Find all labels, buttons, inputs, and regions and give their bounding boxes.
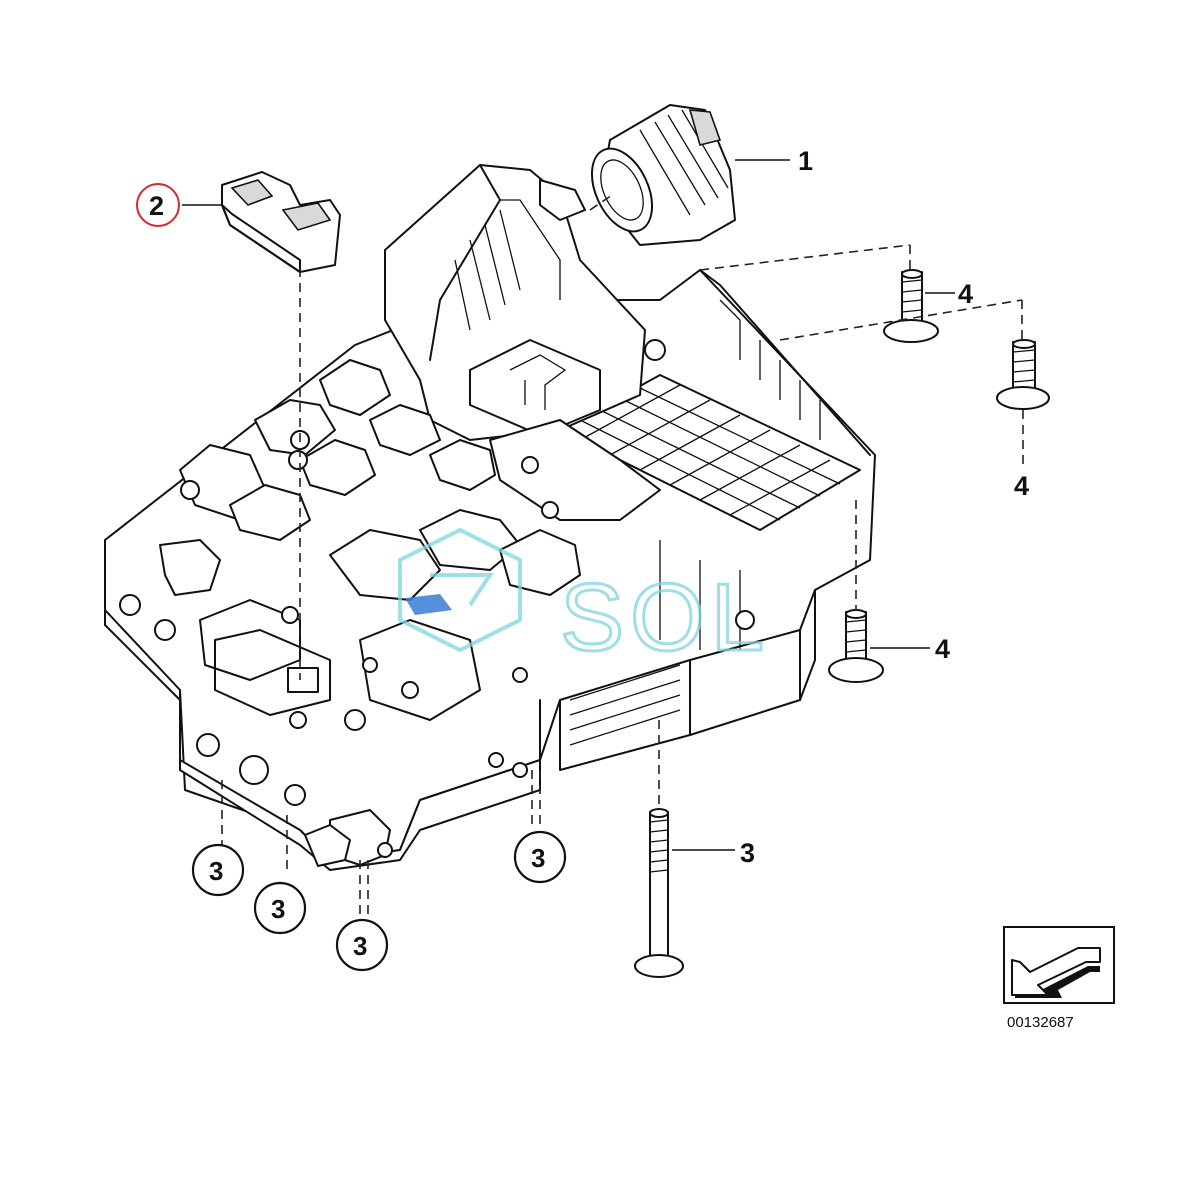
valve-body-assembly [104, 164, 876, 871]
part-1-connector-sleeve [590, 104, 790, 246]
callout-3-circle-b: 3 [253, 881, 307, 935]
callout-3-circle-d: 3 [513, 830, 567, 884]
diagram-code: 00132687 [1007, 1014, 1074, 1031]
mounting-bosses [119, 339, 755, 806]
grid-structure [559, 269, 871, 746]
square-opening [287, 667, 319, 693]
callout-4-bottom: 4 [935, 634, 950, 664]
callout-3-circle-a: 3 [191, 843, 245, 897]
bolt-4-top [883, 269, 955, 343]
callout-4-top: 4 [958, 279, 973, 309]
watermark-logo: SOL [398, 527, 770, 673]
callout-2: 2 [149, 191, 164, 221]
solenoid-connector [304, 809, 393, 867]
bolt-3-long [634, 808, 735, 978]
callout-3-d-label: 3 [531, 843, 545, 873]
watermark-text: SOL [560, 564, 770, 671]
bolt-4-mid [996, 339, 1050, 410]
callout-3-right: 3 [740, 838, 755, 868]
assembly-guide-lines [221, 194, 1024, 915]
highlight-patch [405, 594, 452, 615]
orientation-badge: 00132687 [1003, 926, 1115, 1031]
part-2-seal [182, 171, 341, 273]
callout-2-highlight-circle [136, 183, 180, 227]
callout-3-circle-c: 3 [335, 918, 389, 972]
callout-3-b-label: 3 [271, 894, 285, 924]
callout-3-a-label: 3 [209, 856, 223, 886]
callout-3-c-label: 3 [353, 931, 367, 961]
callout-4-mid: 4 [1014, 471, 1029, 501]
bolt-4-lower [828, 609, 930, 683]
callout-1: 1 [798, 146, 813, 176]
spool-valves [159, 359, 661, 721]
